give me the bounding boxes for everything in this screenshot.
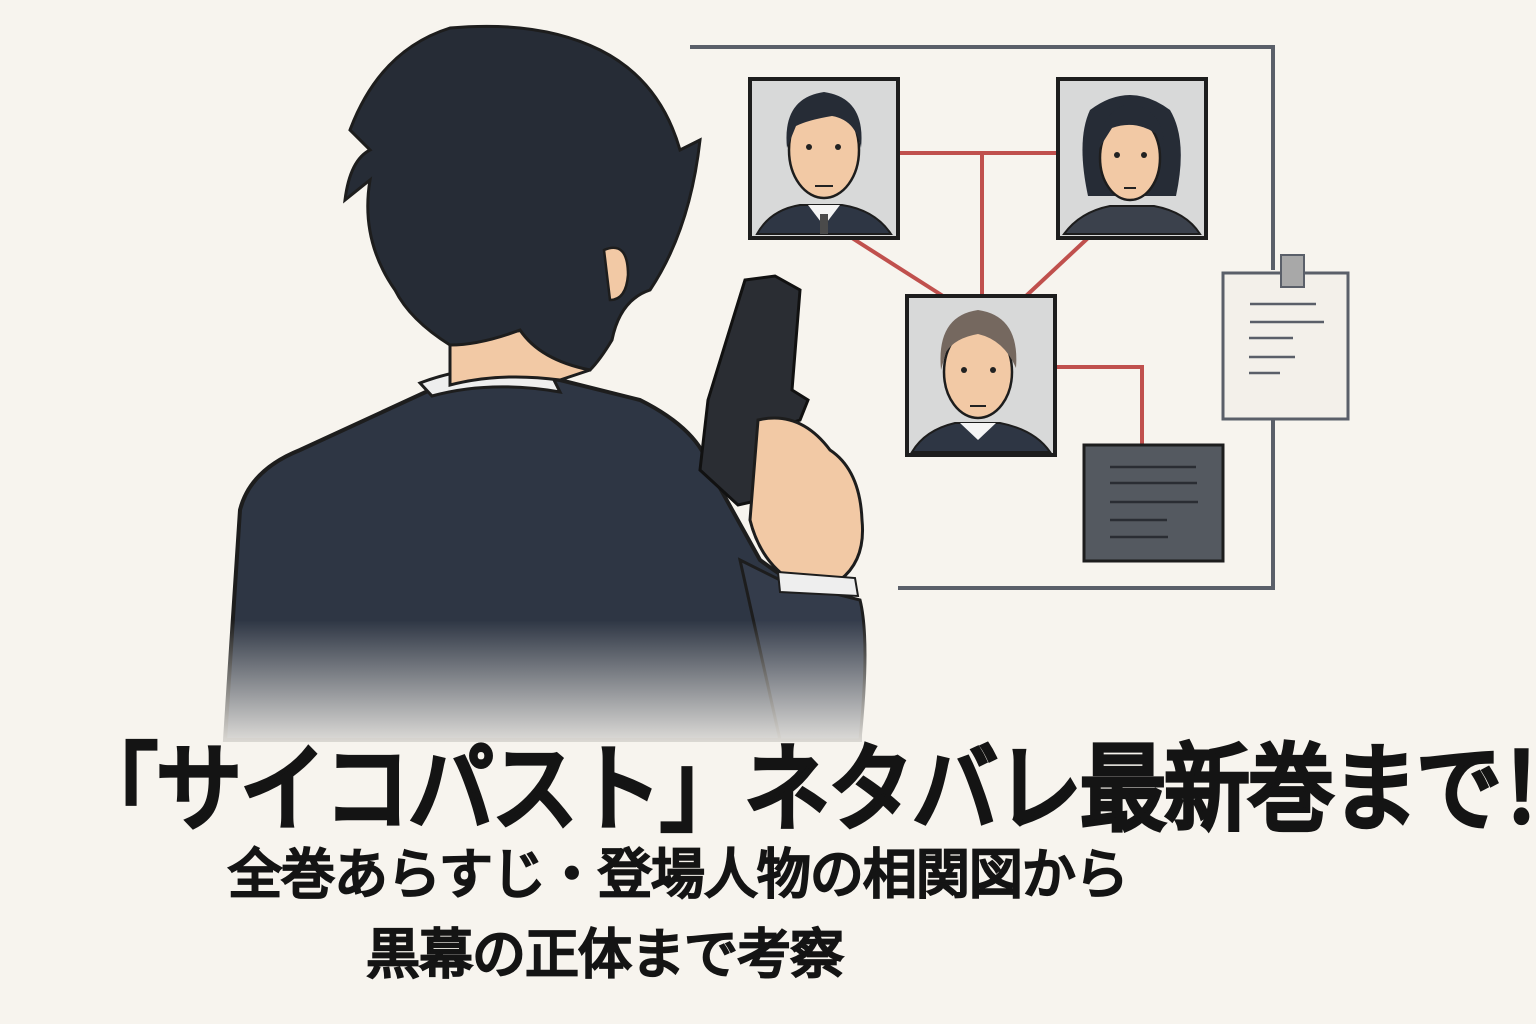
pinned-paper-note bbox=[1221, 254, 1350, 421]
portrait-man-short-hair bbox=[748, 77, 900, 240]
title-fade bbox=[200, 620, 900, 760]
headline-title: 「サイコパスト」ネタバレ最新巻まで！ bbox=[71, 734, 1536, 846]
portrait-woman-bob-hair bbox=[1056, 77, 1208, 240]
subtitle-line-1: 全巻あらすじ・登場人物の相関図から bbox=[228, 843, 1130, 907]
dark-file-card bbox=[1082, 443, 1225, 563]
relation-lines bbox=[850, 151, 1144, 446]
board-frame bbox=[690, 45, 1275, 590]
subtitle-line-2: 黒幕の正体まで考察 bbox=[366, 923, 845, 987]
portrait-man-brown-hair bbox=[905, 294, 1057, 457]
